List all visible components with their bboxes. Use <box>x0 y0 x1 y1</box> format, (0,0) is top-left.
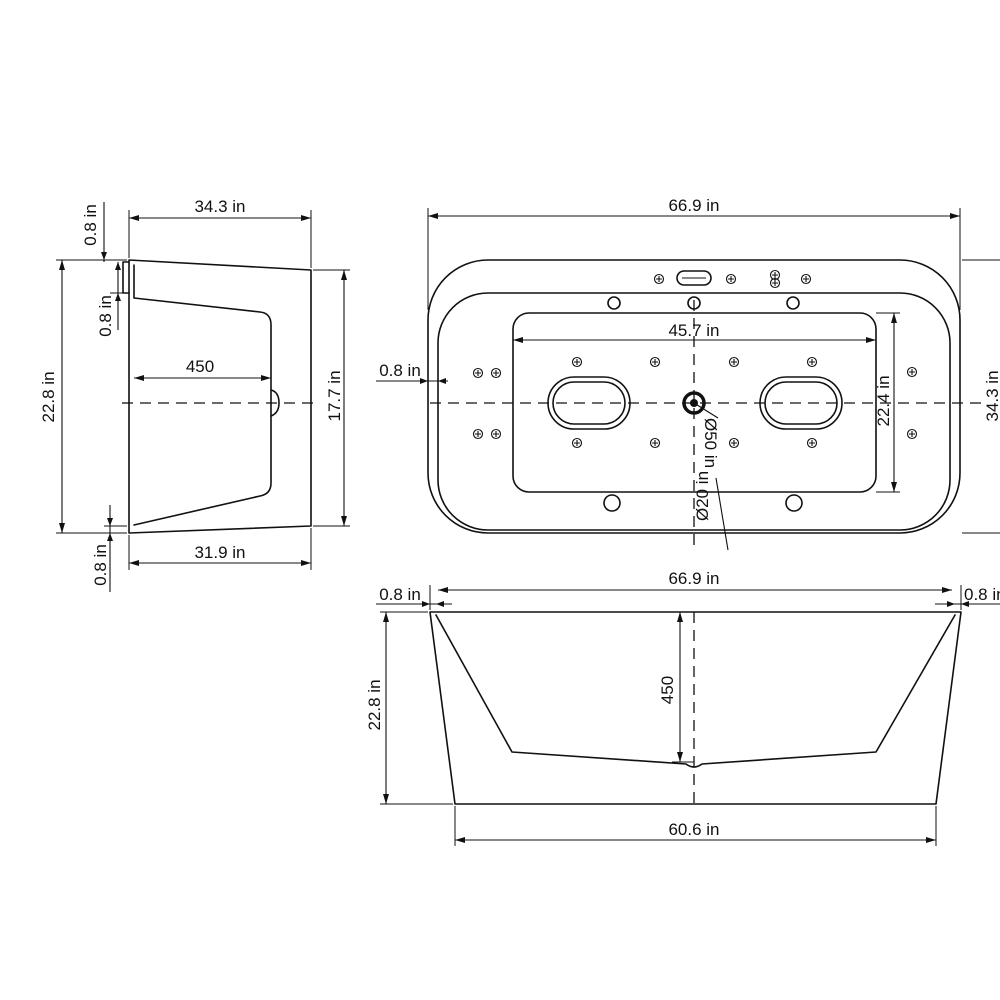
jet-19 <box>906 428 918 440</box>
jet-cross-8 <box>731 359 737 365</box>
side-depth-label: 450 <box>186 357 214 376</box>
side-inner-height-label: 17.7 in <box>325 370 344 421</box>
front-bottom-length-label: 60.6 in <box>668 820 719 839</box>
top-inner-width-label: 22.4 in <box>874 375 893 426</box>
jet-2 <box>725 273 737 285</box>
jet-15 <box>490 367 502 379</box>
jet-cross-18 <box>909 369 915 375</box>
side-height-label: 22.8 in <box>39 371 58 422</box>
side-outer-outline <box>128 259 312 534</box>
jet-cross-5 <box>803 276 809 282</box>
side-rim-bottom-label: 0.8 in <box>91 544 110 586</box>
jet-13 <box>806 437 818 449</box>
front-inner-outline <box>435 614 956 768</box>
jet-cross-15 <box>493 370 499 376</box>
front-outer-outline <box>429 611 962 805</box>
jet-cross-1 <box>656 276 662 282</box>
jet-cross-2 <box>728 276 734 282</box>
side-rim-inner-label: 0.8 in <box>96 295 115 337</box>
jet-3 <box>769 269 781 281</box>
side-rim-lip <box>122 261 130 294</box>
jet-cross-13 <box>809 440 815 446</box>
side-view: 34.3 in 31.9 in 22.8 in 17.7 in 450 0.8 … <box>39 197 350 592</box>
jet-cross-3 <box>772 272 778 278</box>
jet-cross-4 <box>772 280 778 286</box>
jet-cross-9 <box>809 359 815 365</box>
jet-18 <box>906 366 918 378</box>
top-inner-length-label: 45.7 in <box>668 321 719 340</box>
front-top-length-label: 66.9 in <box>668 569 719 588</box>
right-oval-grip <box>759 376 843 430</box>
side-rim-top-label: 0.8 in <box>81 204 100 246</box>
jet-6 <box>571 356 583 368</box>
top-width-label: 34.3 in <box>983 370 1000 421</box>
jet-16 <box>472 428 484 440</box>
jet-7 <box>649 356 661 368</box>
jet-cross-17 <box>493 431 499 437</box>
front-depth-label: 450 <box>658 676 677 704</box>
jet-cross-16 <box>475 431 481 437</box>
jet-11 <box>649 437 661 449</box>
front-view: 66.9 in 0.8 in 0.8 in 22.8 in 450 60.6 i… <box>365 569 1000 846</box>
overflow-diameter-label: Ø50 in <box>701 418 720 468</box>
front-rim-right-label: 0.8 in <box>964 585 1000 604</box>
front-height-label: 22.8 in <box>365 679 384 730</box>
top-rim-label: 0.8 in <box>379 361 421 380</box>
top-view: 66.9 in 34.3 in 45.7 in 22.4 in 0.8 in Ø… <box>376 196 1000 551</box>
jet-17 <box>490 428 502 440</box>
jet-fittings <box>472 269 918 449</box>
open-circle-fittings <box>603 296 803 512</box>
jet-cross-11 <box>652 440 658 446</box>
jet-14 <box>472 367 484 379</box>
jet-cross-14 <box>475 370 481 376</box>
overflow-leader <box>693 402 719 419</box>
jet-cross-12 <box>731 440 737 446</box>
jet-8 <box>728 356 740 368</box>
jet-cross-19 <box>909 431 915 437</box>
side-top-width-label: 34.3 in <box>194 197 245 216</box>
jet-cross-10 <box>574 440 580 446</box>
top-inner-rim <box>437 292 951 531</box>
jet-cross-6 <box>574 359 580 365</box>
drain-icon <box>682 391 706 415</box>
jet-5 <box>800 273 812 285</box>
jet-9 <box>806 356 818 368</box>
jet-1 <box>653 273 665 285</box>
jet-12 <box>728 437 740 449</box>
jet-cross-7 <box>652 359 658 365</box>
front-rim-left-label: 0.8 in <box>379 585 421 604</box>
side-drain-bump <box>270 389 280 417</box>
overflow-slot <box>676 270 712 286</box>
left-oval-grip <box>547 376 631 430</box>
drain-leader <box>715 477 729 551</box>
jet-4 <box>769 277 781 289</box>
top-outer-outline <box>427 259 961 534</box>
drain-diameter-label: Ø20 in <box>693 471 712 521</box>
jet-10 <box>571 437 583 449</box>
side-inner-outline <box>133 264 272 526</box>
side-bottom-width-label: 31.9 in <box>194 543 245 562</box>
top-length-label: 66.9 in <box>668 196 719 215</box>
